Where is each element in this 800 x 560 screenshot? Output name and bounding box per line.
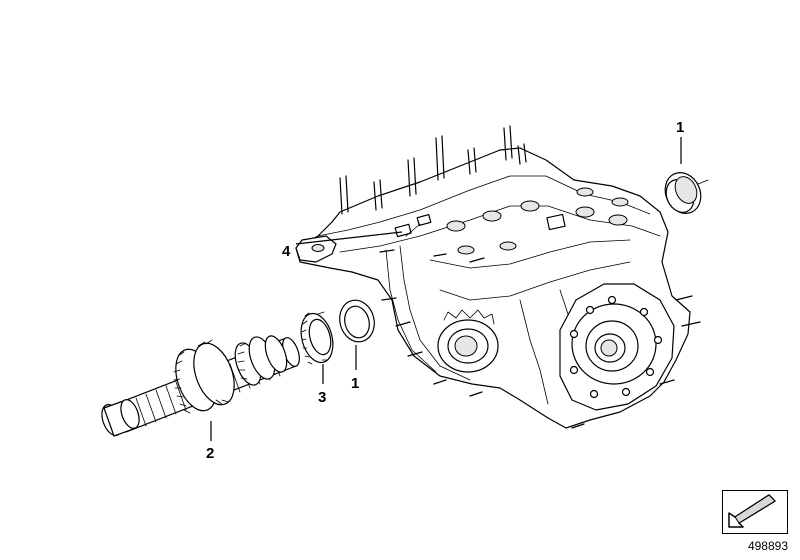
front-bearing-seat xyxy=(437,309,499,373)
cover-bolts xyxy=(569,295,663,399)
callouts: 1 1 2 3 4 xyxy=(206,119,684,462)
callout-4: 4 xyxy=(282,243,291,260)
gearbox-housing xyxy=(295,125,701,429)
gear-shaft xyxy=(101,335,300,437)
reference-number: 498893 xyxy=(747,539,788,553)
callout-2: 2 xyxy=(206,445,214,462)
seal-ring-lower xyxy=(339,299,375,343)
housing-studs xyxy=(339,125,527,215)
leader-lines xyxy=(210,137,682,441)
seal-ring-top xyxy=(664,172,709,214)
callout-1-top: 1 xyxy=(676,119,684,136)
needle-bearing xyxy=(300,311,334,365)
rear-cover xyxy=(559,283,675,411)
sensor-fitting xyxy=(394,213,432,238)
callout-1-lower: 1 xyxy=(351,375,359,392)
reference-box xyxy=(722,490,788,534)
arrow-down-left-icon xyxy=(728,494,776,528)
side-studs xyxy=(379,249,701,429)
callout-3: 3 xyxy=(318,389,326,406)
